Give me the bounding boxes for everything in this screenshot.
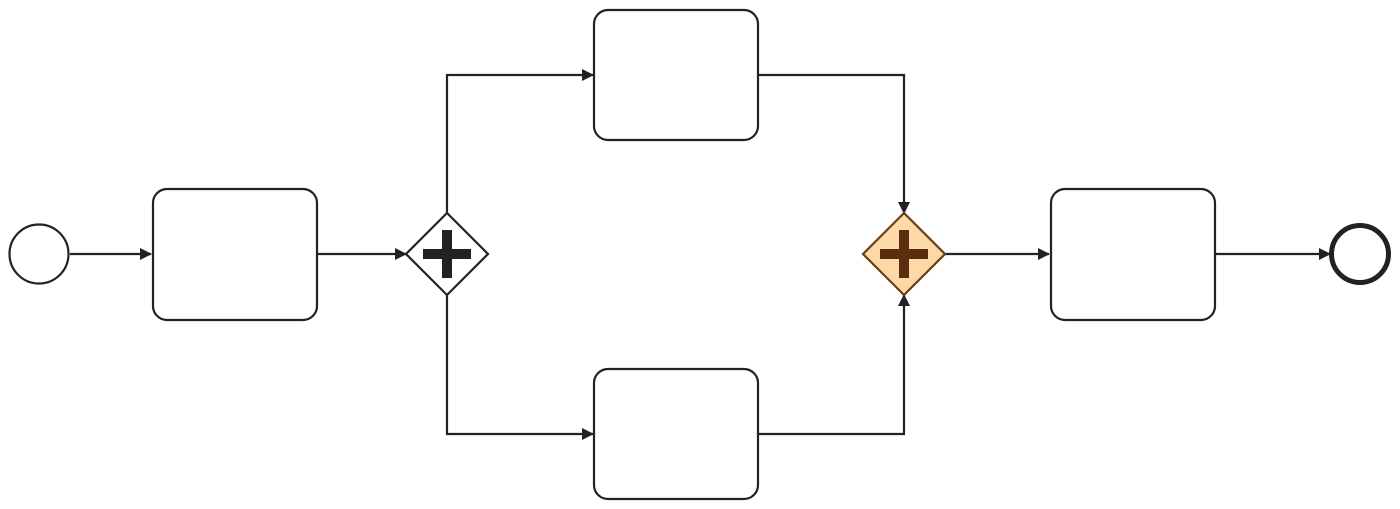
end-event[interactable]: [1329, 223, 1391, 285]
sequence-flows: [70, 69, 1331, 440]
task-2[interactable]: [592, 8, 760, 142]
flow-task3-to-join[interactable]: [758, 294, 910, 436]
task-3[interactable]: [592, 367, 760, 501]
parallel-gateway-split[interactable]: [404, 211, 490, 297]
plus-icon: [880, 230, 928, 278]
plus-icon: [423, 230, 471, 278]
parallel-gateway-join[interactable]: [861, 211, 947, 297]
flow-split-to-task2[interactable]: [445, 69, 594, 214]
flow-split-to-task3[interactable]: [445, 294, 594, 440]
flow-task2-to-join[interactable]: [758, 73, 910, 214]
task-4[interactable]: [1049, 187, 1217, 322]
task-1[interactable]: [151, 187, 319, 322]
start-event[interactable]: [8, 223, 70, 285]
